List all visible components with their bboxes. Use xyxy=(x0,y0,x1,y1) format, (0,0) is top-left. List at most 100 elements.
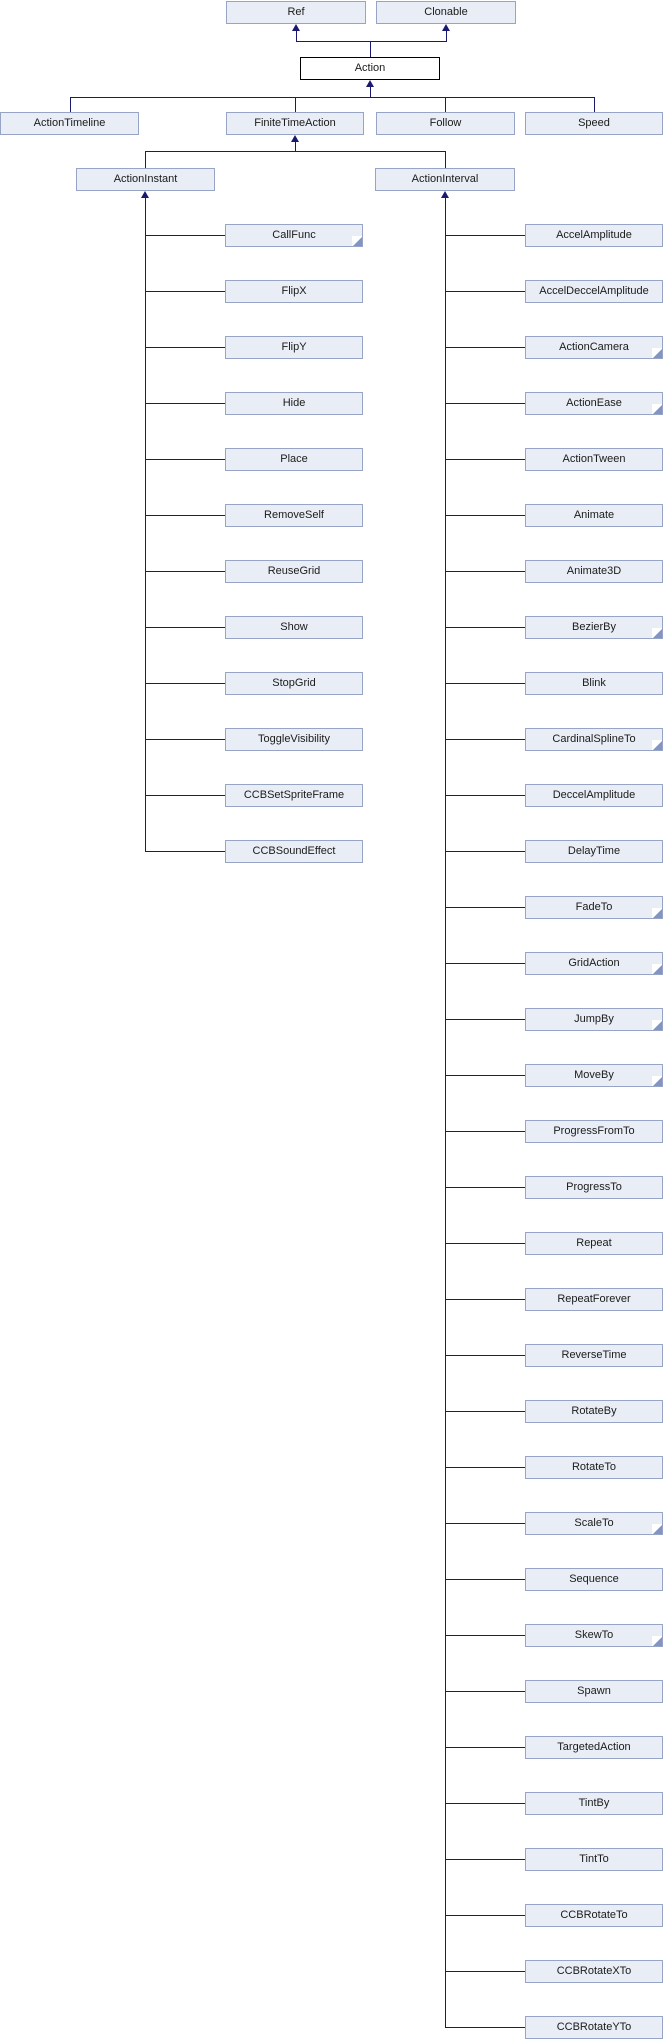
class-node-label: Ref xyxy=(287,6,305,18)
class-node-clonable[interactable]: Clonable xyxy=(376,1,516,24)
class-node-label: FlipY xyxy=(281,341,307,353)
class-node-accel-amplitude[interactable]: AccelAmplitude xyxy=(525,224,663,247)
class-node-grid-action[interactable]: GridAction xyxy=(525,952,663,975)
class-node-repeat[interactable]: Repeat xyxy=(525,1232,663,1255)
class-node-flip-y[interactable]: FlipY xyxy=(225,336,363,359)
class-node-label: FadeTo xyxy=(575,901,613,913)
inheritance-edge xyxy=(446,1635,525,1636)
truncated-fold-icon xyxy=(652,348,662,358)
class-node-action-instant[interactable]: ActionInstant xyxy=(76,168,215,191)
class-node-move-by[interactable]: MoveBy xyxy=(525,1064,663,1087)
class-node-animate3-d[interactable]: Animate3D xyxy=(525,560,663,583)
class-node-hide[interactable]: Hide xyxy=(225,392,363,415)
class-node-label: RemoveSelf xyxy=(264,509,324,521)
class-node-scale-to[interactable]: ScaleTo xyxy=(525,1512,663,1535)
inheritance-edge xyxy=(446,1131,525,1132)
class-node-ccb-rotate-x-to[interactable]: CCBRotateXTo xyxy=(525,1960,663,1983)
class-node-remove-self[interactable]: RemoveSelf xyxy=(225,504,363,527)
truncated-fold-icon xyxy=(652,1636,662,1646)
class-node-label: Blink xyxy=(582,677,606,689)
class-node-tint-to[interactable]: TintTo xyxy=(525,1848,663,1871)
class-node-ccb-rotate-y-to[interactable]: CCBRotateYTo xyxy=(525,2016,663,2039)
class-node-stop-grid[interactable]: StopGrid xyxy=(225,672,363,695)
class-node-label: MoveBy xyxy=(574,1069,614,1081)
class-node-label: TintTo xyxy=(579,1853,609,1865)
inheritance-edge xyxy=(446,1915,525,1916)
class-node-ccb-set-sprite-frame[interactable]: CCBSetSpriteFrame xyxy=(225,784,363,807)
class-node-blink[interactable]: Blink xyxy=(525,672,663,695)
inheritance-edge xyxy=(446,291,525,292)
class-node-action-timeline[interactable]: ActionTimeline xyxy=(0,112,139,135)
inheritance-edge xyxy=(295,97,296,112)
inheritance-edge xyxy=(146,851,225,852)
class-node-jump-by[interactable]: JumpBy xyxy=(525,1008,663,1031)
class-node-animate[interactable]: Animate xyxy=(525,504,663,527)
inheritance-edge xyxy=(446,739,525,740)
class-node-action-tween[interactable]: ActionTween xyxy=(525,448,663,471)
class-node-repeat-forever[interactable]: RepeatForever xyxy=(525,1288,663,1311)
class-node-flip-x[interactable]: FlipX xyxy=(225,280,363,303)
inheritance-edge xyxy=(146,627,225,628)
class-node-ref[interactable]: Ref xyxy=(226,1,366,24)
class-node-sequence[interactable]: Sequence xyxy=(525,1568,663,1591)
class-node-deccel-amplitude[interactable]: DeccelAmplitude xyxy=(525,784,663,807)
class-node-action-camera[interactable]: ActionCamera xyxy=(525,336,663,359)
class-node-ccb-sound-effect[interactable]: CCBSoundEffect xyxy=(225,840,363,863)
class-node-rotate-by[interactable]: RotateBy xyxy=(525,1400,663,1423)
class-node-tint-by[interactable]: TintBy xyxy=(525,1792,663,1815)
class-node-skew-to[interactable]: SkewTo xyxy=(525,1624,663,1647)
class-node-label: CCBRotateXTo xyxy=(556,1965,632,1977)
class-node-spawn[interactable]: Spawn xyxy=(525,1680,663,1703)
inheritance-edge xyxy=(370,41,371,57)
class-node-label: ReverseTime xyxy=(561,1349,627,1361)
class-node-action-interval[interactable]: ActionInterval xyxy=(375,168,515,191)
class-node-label: RepeatForever xyxy=(557,1293,631,1305)
class-node-label: RotateTo xyxy=(571,1461,617,1473)
class-node-accel-deccel-amplitude[interactable]: AccelDeccelAmplitude xyxy=(525,280,663,303)
truncated-fold-icon xyxy=(652,628,662,638)
class-node-label: AccelAmplitude xyxy=(556,229,632,241)
inheritance-edge xyxy=(446,1299,525,1300)
class-node-ccb-rotate-to[interactable]: CCBRotateTo xyxy=(525,1904,663,1927)
class-node-label: BezierBy xyxy=(571,621,617,633)
class-node-label: CallFunc xyxy=(272,229,316,241)
class-node-action-ease[interactable]: ActionEase xyxy=(525,392,663,415)
inheritance-edge xyxy=(146,403,225,404)
class-node-speed[interactable]: Speed xyxy=(525,112,663,135)
inheritance-edge xyxy=(145,198,146,852)
class-node-label: CCBRotateTo xyxy=(560,1909,628,1921)
class-node-call-func[interactable]: CallFunc xyxy=(225,224,363,247)
class-node-targeted-action[interactable]: TargetedAction xyxy=(525,1736,663,1759)
class-node-delay-time[interactable]: DelayTime xyxy=(525,840,663,863)
inheritance-edge xyxy=(295,142,296,151)
truncated-fold-icon xyxy=(652,1524,662,1534)
class-node-progress-to[interactable]: ProgressTo xyxy=(525,1176,663,1199)
inheritance-edge xyxy=(146,739,225,740)
class-node-rotate-to[interactable]: RotateTo xyxy=(525,1456,663,1479)
inheritance-arrowhead xyxy=(292,24,300,31)
class-node-label: TintBy xyxy=(578,1797,610,1809)
class-node-show[interactable]: Show xyxy=(225,616,363,639)
class-node-fade-to[interactable]: FadeTo xyxy=(525,896,663,919)
inheritance-edge xyxy=(446,459,525,460)
class-node-place[interactable]: Place xyxy=(225,448,363,471)
class-node-cardinal-spline-to[interactable]: CardinalSplineTo xyxy=(525,728,663,751)
class-node-finite-time-action[interactable]: FiniteTimeAction xyxy=(226,112,364,135)
class-node-reuse-grid[interactable]: ReuseGrid xyxy=(225,560,363,583)
inheritance-edge xyxy=(446,963,525,964)
inheritance-edge xyxy=(446,1467,525,1468)
class-node-reverse-time[interactable]: ReverseTime xyxy=(525,1344,663,1367)
class-node-toggle-visibility[interactable]: ToggleVisibility xyxy=(225,728,363,751)
inheritance-edge xyxy=(446,1243,525,1244)
class-node-label: ActionInterval xyxy=(411,173,479,185)
class-node-label: Place xyxy=(280,453,308,465)
inheritance-edge xyxy=(446,1971,525,1972)
inheritance-edge xyxy=(370,87,371,97)
truncated-fold-icon xyxy=(652,908,662,918)
class-node-label: FiniteTimeAction xyxy=(254,117,336,129)
class-node-bezier-by[interactable]: BezierBy xyxy=(525,616,663,639)
inheritance-edge xyxy=(146,683,225,684)
class-node-follow[interactable]: Follow xyxy=(376,112,515,135)
class-node-progress-from-to[interactable]: ProgressFromTo xyxy=(525,1120,663,1143)
class-node-label: Sequence xyxy=(569,1573,619,1585)
